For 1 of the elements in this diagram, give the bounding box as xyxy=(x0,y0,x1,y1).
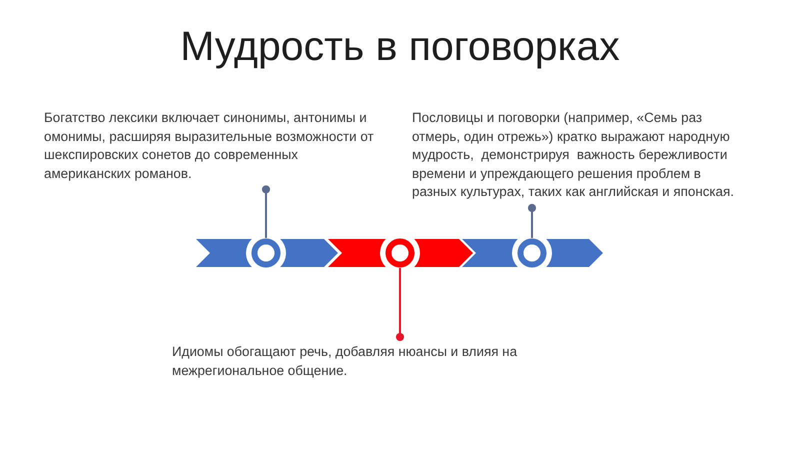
title: Мудрость в поговорках xyxy=(180,22,620,70)
